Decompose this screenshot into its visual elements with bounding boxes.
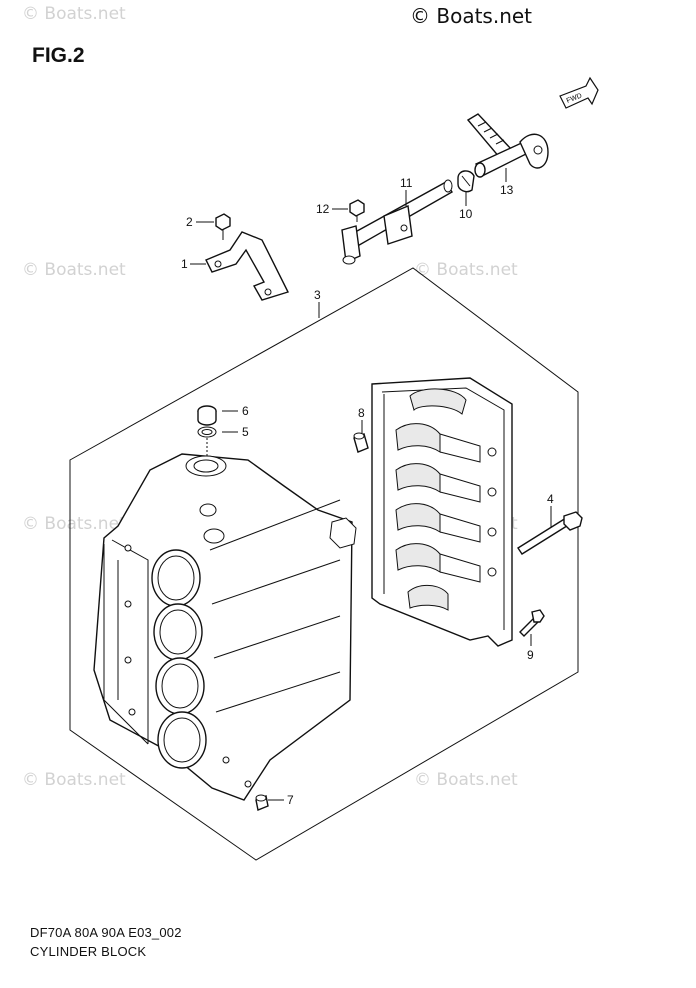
callout-13: 13 (500, 183, 514, 197)
callout-3: 3 (314, 288, 321, 302)
callout-2: 2 (186, 215, 193, 229)
footer-title: CYLINDER BLOCK (30, 944, 147, 959)
callout-12: 12 (316, 202, 330, 216)
assembly-outline (69, 267, 579, 861)
figure-label: FIG.2 (32, 44, 85, 67)
callout-8: 8 (358, 406, 365, 420)
part-4-bolt (517, 511, 583, 555)
callout-4: 4 (547, 492, 554, 506)
cylinder-bores (151, 549, 207, 769)
callout-7: 7 (287, 793, 294, 807)
part-6-plug (197, 405, 217, 426)
part-8-pin (353, 432, 369, 453)
fwd-arrow-icon: FWD (559, 76, 599, 109)
part-11-guide (341, 179, 453, 265)
cylinder-block (93, 453, 357, 801)
callout-9: 9 (527, 648, 534, 662)
watermark-top-left: © Boats.net (22, 4, 126, 24)
watermark-low-left: © Boats.net (22, 770, 126, 790)
footer-model-code: DF70A 80A 90A E03_002 (30, 925, 182, 940)
callout-1: 1 (181, 257, 188, 271)
watermark-low-right: © Boats.net (414, 770, 518, 790)
part-7-plug (255, 794, 269, 811)
crankcase (371, 377, 513, 647)
watermark-mid-left: © Boats.net (22, 260, 126, 280)
watermark-mid-right: © Boats.net (414, 260, 518, 280)
callout-5: 5 (242, 425, 249, 439)
part-10-clamp (457, 170, 475, 193)
watermark-brand: © Boats.net (410, 4, 533, 28)
callout-11: 11 (400, 176, 413, 190)
crankcase-bearings (395, 423, 497, 611)
part-2-bolt (215, 213, 231, 240)
part-9-bolt (519, 609, 545, 637)
callout-10: 10 (459, 207, 473, 221)
part-5-gasket (197, 426, 217, 438)
part-1-bracket (205, 231, 289, 301)
callout-6: 6 (242, 404, 249, 418)
watermark-center-left: © Boats.net (22, 514, 126, 534)
part-13-dipstick (466, 113, 549, 178)
part-12-bolt (349, 199, 365, 222)
